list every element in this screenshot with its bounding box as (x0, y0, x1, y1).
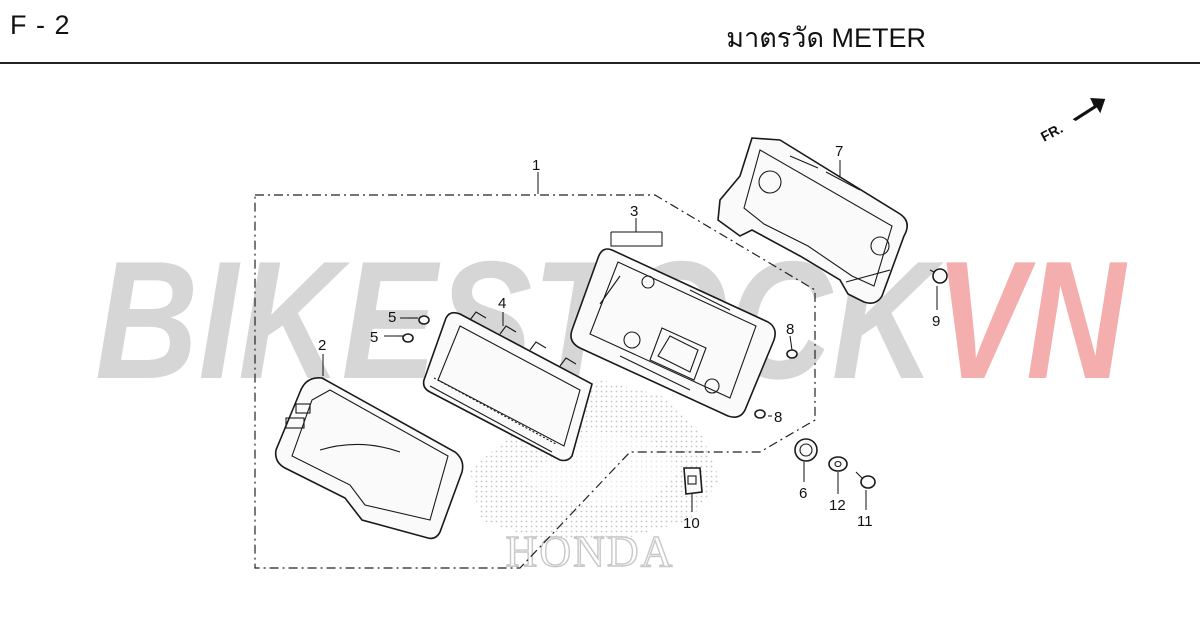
leader-lines (322, 160, 938, 512)
callout-10: 10 (683, 515, 700, 532)
part-lens-cover (274, 376, 464, 540)
page-title: มาตรวัด METER (726, 23, 926, 53)
page-header: F - 2 มาตรวัด METER (0, 0, 1200, 64)
hardware-grommet-6 (794, 438, 818, 462)
assembly-boundary (254, 194, 816, 569)
watermark-text-vn: VN (935, 226, 1128, 414)
part-display-unit (422, 311, 593, 462)
callout-4: 4 (498, 295, 506, 312)
callout-7: 7 (835, 143, 843, 160)
page-code: F - 2 (10, 10, 71, 40)
hardware-collar-11 (855, 471, 876, 489)
callout-2: 2 (318, 337, 326, 354)
hardware-screws-8 (754, 349, 798, 419)
callout-8-lower: 8 (774, 409, 782, 426)
part-meter-visor (717, 137, 908, 304)
callout-labels: 1 2 3 4 5 5 6 7 8 8 9 10 11 12 (318, 143, 940, 532)
hardware-screw-9 (929, 268, 948, 284)
callout-12: 12 (829, 497, 846, 514)
callout-6: 6 (799, 485, 807, 502)
header-divider (0, 62, 1200, 64)
callout-1: 1 (532, 157, 540, 174)
hardware-clip-10 (683, 467, 703, 495)
callout-5-upper: 5 (388, 309, 396, 326)
honda-wordmark: HONDA (506, 527, 675, 576)
callout-8-upper: 8 (786, 321, 794, 338)
callout-9: 9 (932, 313, 940, 330)
callout-5-lower: 5 (370, 329, 378, 346)
front-direction-arrow: FR. (1038, 97, 1106, 145)
callout-3: 3 (630, 203, 638, 220)
exploded-parts-diagram: HONDA BIKESTOCK VN (95, 97, 1128, 577)
hardware-washer-12 (828, 456, 848, 472)
callout-11: 11 (857, 513, 873, 530)
front-direction-label: FR. (1038, 120, 1065, 145)
part-meter-case (570, 248, 776, 418)
hardware-screws-5 (398, 315, 430, 343)
